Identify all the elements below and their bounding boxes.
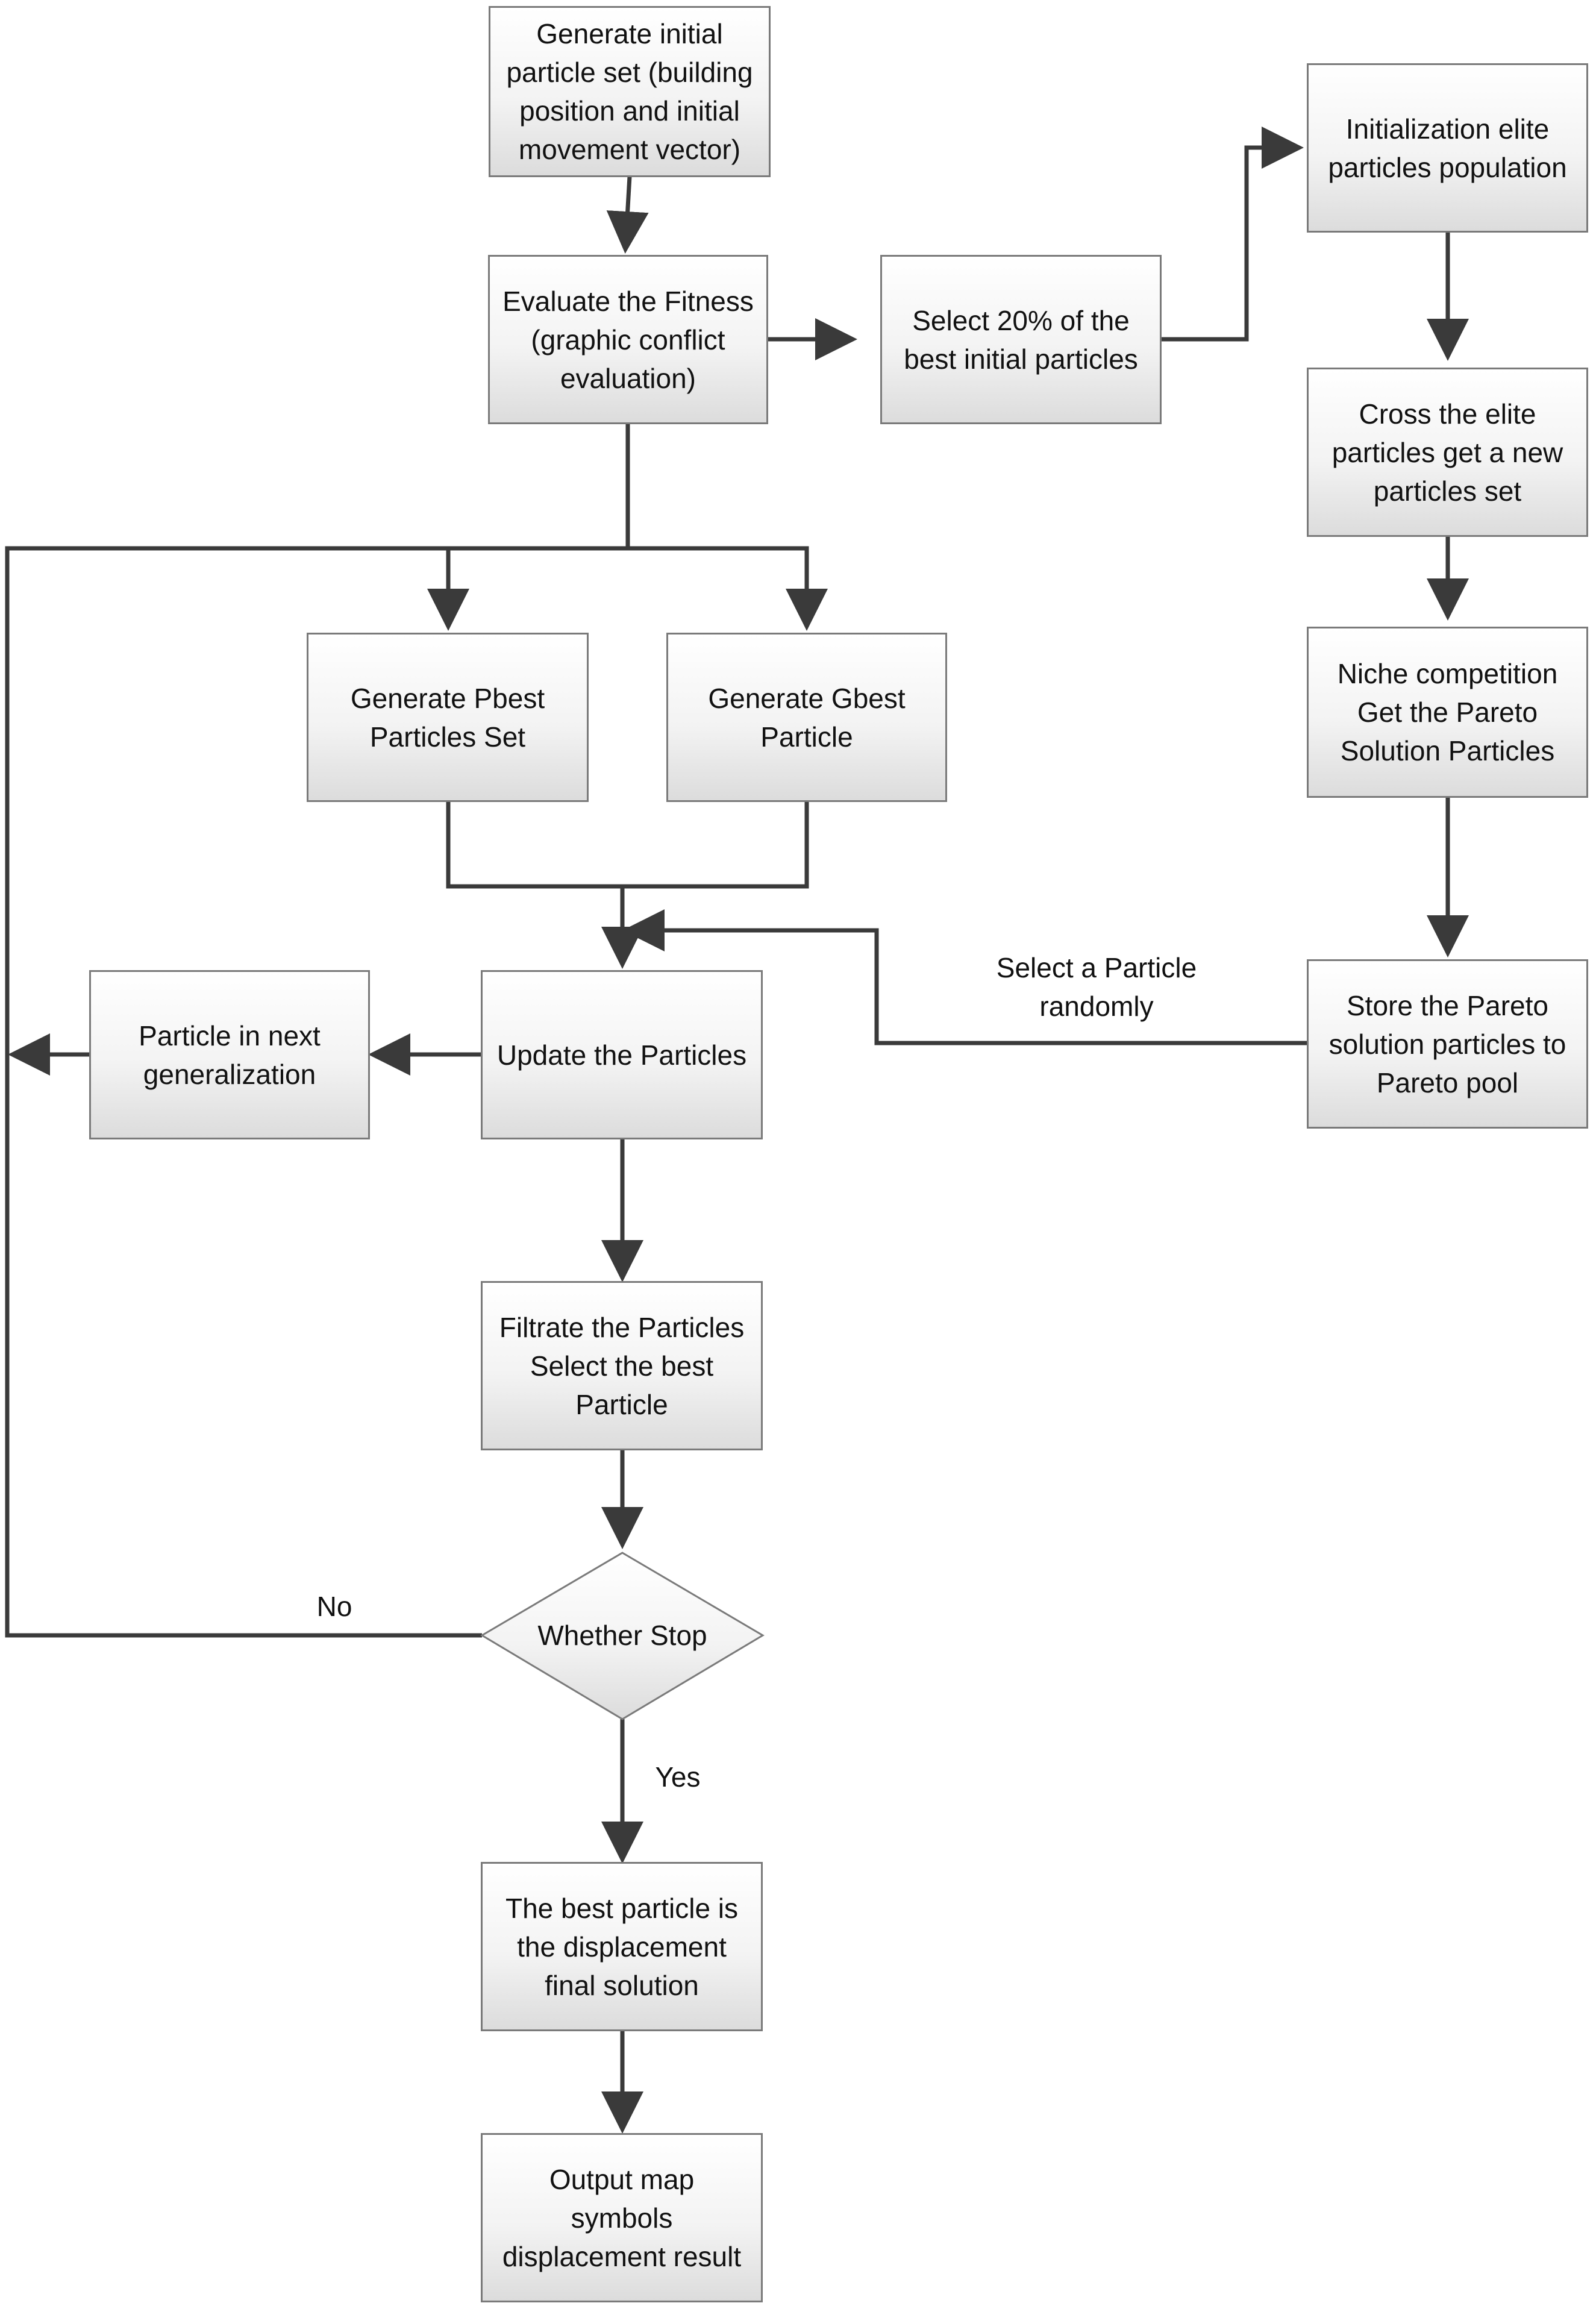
- node-filtrate-particles: Filtrate the Particles Select the best P…: [481, 1281, 763, 1450]
- edge-evaluate-split: [427, 424, 630, 631]
- decision-diamond-shape: [480, 1552, 765, 1720]
- node-output-result: Output map symbols displacement result: [481, 2133, 763, 2302]
- edge-label-no: No: [316, 1591, 352, 1622]
- edge-store-to-update: [622, 909, 1307, 1045]
- node-store-pareto: Store the Pareto solution particles to P…: [1307, 959, 1588, 1129]
- node-whether-stop: Whether Stop: [537, 1620, 707, 1651]
- edge-select-to-elite: [1162, 127, 1304, 342]
- node-initialization-elite: Initialization elite particles populatio…: [1307, 63, 1588, 233]
- edge-label-yes: Yes: [655, 1761, 701, 1793]
- edge-merge-to-update: [446, 802, 809, 965]
- edge-initial-to-evaluate: [606, 176, 649, 254]
- node-niche-competition: Niche competition Get the Pareto Solutio…: [1307, 627, 1588, 798]
- edge-label-select-randomly: Select a Particle randomly: [996, 952, 1197, 1022]
- edge-to-gbest: [628, 546, 828, 631]
- node-generate-gbest: Generate Gbest Particle: [666, 633, 947, 802]
- node-next-generalization: Particle in next generalization: [89, 970, 370, 1139]
- node-generate-pbest: Generate Pbest Particles Set: [307, 633, 589, 802]
- node-cross-elite: Cross the elite particles get a new part…: [1307, 368, 1588, 537]
- node-update-particles: Update the Particles: [481, 970, 763, 1139]
- node-best-final-solution: The best particle is the displacement fi…: [481, 1862, 763, 2031]
- node-select-20-percent: Select 20% of the best initial particles: [880, 255, 1162, 424]
- node-generate-initial: Generate initial particle set (building …: [489, 6, 771, 177]
- node-evaluate-fitness: Evaluate the Fitness (graphic conflict e…: [488, 255, 768, 424]
- edge-loop-top: [5, 546, 482, 1638]
